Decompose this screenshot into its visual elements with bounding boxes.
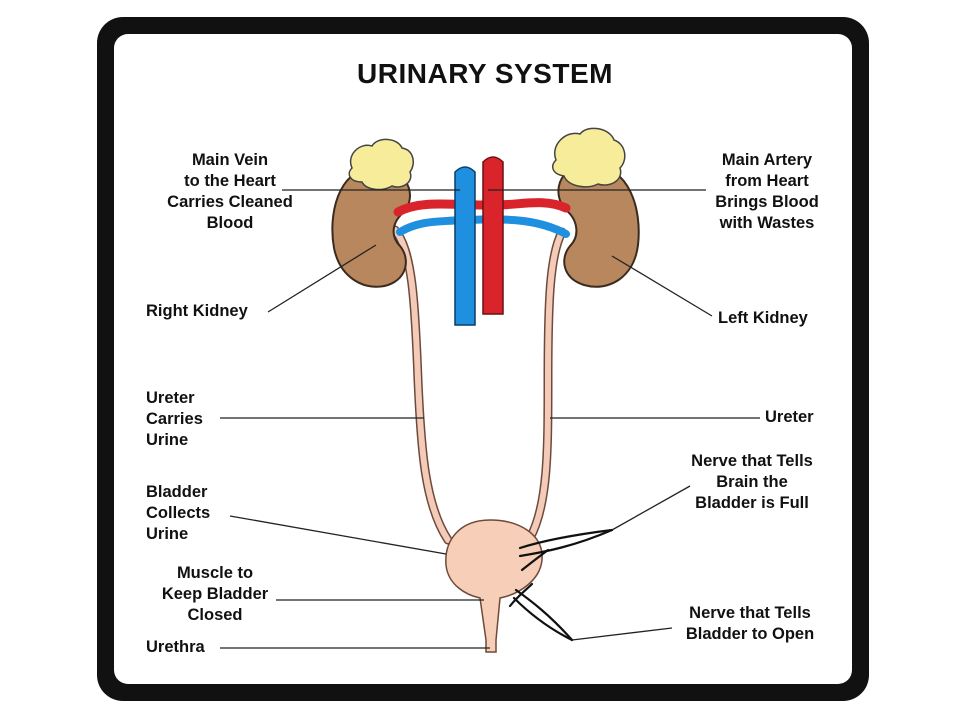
nerve-open-label: Nerve that Tells Bladder to Open — [685, 604, 815, 643]
renal-vein-left — [466, 215, 570, 238]
urethra-label: Urethra — [146, 638, 205, 656]
right-adrenal-gland — [348, 138, 415, 191]
muscle-label: Muscle to Keep Bladder Closed — [161, 564, 269, 624]
main-artery-vessel — [482, 156, 504, 315]
nerve-full-label: Nerve that Tells Brain the Bladder is Fu… — [691, 452, 813, 512]
right-kidney-label: Right Kidney — [146, 302, 248, 320]
renal-artery-left — [491, 198, 571, 213]
leader-lines — [220, 189, 760, 649]
diagram-title: URINARY SYSTEM — [357, 58, 613, 89]
left-kidney-label: Left Kidney — [718, 309, 808, 327]
bladder-label: Bladder Collects Urine — [146, 483, 211, 543]
right-ureter-tube — [390, 225, 453, 545]
main-vein-vessel — [454, 166, 476, 326]
left-adrenal-gland — [551, 127, 626, 188]
main-vein-label: Main Vein to the Heart Carries Cleaned B… — [167, 151, 293, 232]
ureter-label: Ureter — [765, 408, 814, 426]
renal-vein-right — [396, 216, 464, 236]
main-artery-label: Main Artery from Heart Brings Blood with… — [715, 151, 819, 232]
bladder-shape — [445, 519, 543, 653]
right-ureter-tube-fill — [392, 227, 451, 543]
left-ureter-tube-fill — [527, 229, 565, 541]
ureter-carries-urine-label: Ureter Carries Urine — [146, 389, 203, 449]
bladder-nerves — [508, 528, 614, 642]
